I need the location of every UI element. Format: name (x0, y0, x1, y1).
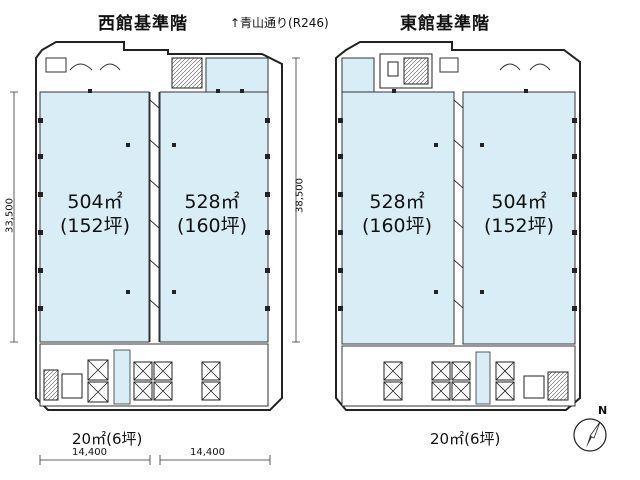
east-corridor (453, 92, 464, 344)
west-right-area-tsubo: (160坪) (176, 215, 248, 237)
west-left-area-sqm: 504㎡ (67, 191, 123, 213)
west-left-area-tsubo: (152坪) (59, 215, 131, 237)
west-dim-line-bottom (39, 455, 271, 465)
west-dim-right-height: 38,500 (294, 178, 306, 213)
west-dim-bottom-right: 14,400 (190, 447, 225, 458)
compass-north-label: N (598, 404, 608, 417)
east-common-area-label: 20㎡(6坪) (430, 430, 501, 448)
west-dim-line-left (10, 91, 18, 343)
west-left-area-label: 504㎡ (152坪) (55, 190, 135, 238)
east-right-area-sqm: 504㎡ (491, 191, 547, 213)
west-right-area-label: 528㎡ (160坪) (172, 190, 252, 238)
east-right-area-tsubo: (152坪) (483, 215, 555, 237)
west-top-right-room (205, 57, 269, 93)
west-right-area-sqm: 528㎡ (184, 191, 240, 213)
west-common-area-label: 20㎡(6坪) (72, 430, 143, 448)
street-label: ↑青山通り(R246) (230, 16, 329, 30)
east-common-area (475, 351, 491, 405)
east-office-left (341, 91, 455, 345)
west-floor-title: 西館基準階 (98, 14, 188, 34)
east-office-right (462, 91, 576, 345)
west-office-right (159, 91, 269, 343)
west-common-area (113, 349, 131, 405)
west-dim-bottom-left: 14,400 (72, 447, 107, 458)
west-dim-left-height: 33,500 (4, 198, 16, 233)
east-floor-title: 東館基準階 (400, 14, 490, 34)
east-floor-plan (335, 41, 581, 411)
west-office-left (39, 91, 150, 343)
east-left-area-label: 528㎡ (160坪) (357, 190, 437, 238)
east-left-area-tsubo: (160坪) (361, 215, 433, 237)
north-compass (573, 418, 607, 452)
east-bottom-stair (547, 371, 569, 401)
west-dim-line-right (292, 57, 300, 343)
east-left-area-sqm: 528㎡ (369, 191, 425, 213)
west-top-left-room (45, 57, 67, 73)
east-top-left-room (341, 57, 375, 93)
west-top-stair (171, 57, 203, 89)
east-right-area-label: 504㎡ (152坪) (479, 190, 559, 238)
west-floor-plan (10, 41, 300, 465)
west-bottom-stair (43, 369, 59, 401)
